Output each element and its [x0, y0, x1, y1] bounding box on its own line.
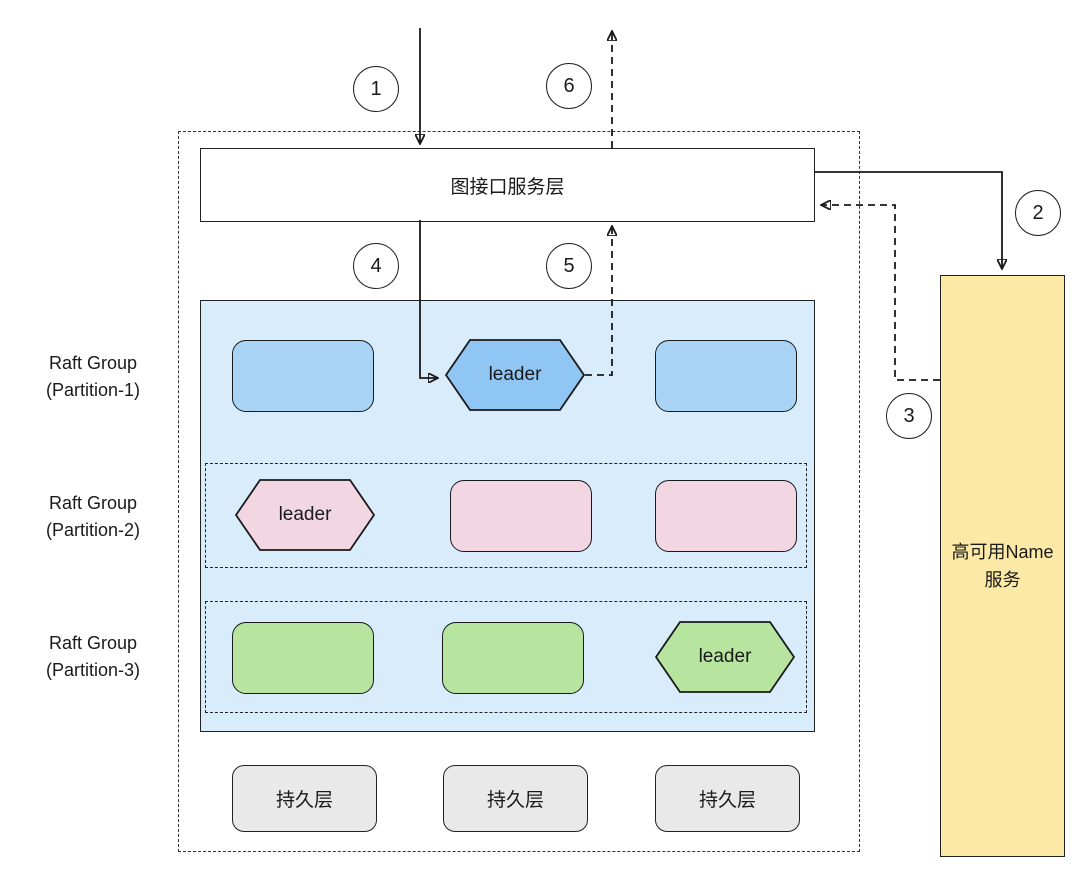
raft-group-2-frame — [205, 463, 807, 568]
name-service: 高可用Name 服务 — [940, 275, 1065, 857]
step-circle-5: 5 — [546, 243, 592, 289]
step-circle-2: 2 — [1015, 190, 1061, 236]
service-layer-label: 图接口服务层 — [450, 176, 565, 198]
partition2-leader-node: leader — [235, 479, 375, 551]
partition1-follower-node — [232, 340, 374, 412]
hexagon-shape — [655, 621, 795, 693]
hexagon-shape — [235, 479, 375, 551]
persistence-layer-2: 持久层 — [443, 765, 588, 832]
partition3-follower-node — [442, 622, 584, 694]
partition3-leader-node: leader — [655, 621, 795, 693]
step-circle-3: 3 — [886, 393, 932, 439]
graph-interface-service-layer: 图接口服务层 — [200, 148, 815, 222]
partition3-follower-node — [232, 622, 374, 694]
hexagon-shape — [445, 339, 585, 411]
partition2-follower-node — [655, 480, 797, 552]
partition1-leader-node: leader — [445, 339, 585, 411]
raft-group-2-label: Raft Group (Partition-2) — [45, 493, 141, 540]
leader-label: leader — [698, 646, 752, 667]
name-service-label-line1: 高可用Name — [951, 542, 1054, 562]
persistence-layer-1: 持久层 — [232, 765, 377, 832]
name-service-label-line2: 服务 — [984, 570, 1021, 590]
leader-label: leader — [488, 364, 542, 385]
step-circle-4: 4 — [353, 243, 399, 289]
raft-group-3-frame — [205, 601, 807, 713]
partition2-follower-node — [450, 480, 592, 552]
raft-group-3-label: Raft Group (Partition-3) — [45, 633, 141, 680]
partition1-follower-node — [655, 340, 797, 412]
step-circle-6: 6 — [546, 63, 592, 109]
raft-group-1-label: Raft Group (Partition-1) — [45, 353, 141, 400]
leader-label: leader — [278, 504, 332, 525]
cluster-boundary — [178, 131, 860, 852]
step-circle-1: 1 — [353, 66, 399, 112]
persistence-layer-3: 持久层 — [655, 765, 800, 832]
